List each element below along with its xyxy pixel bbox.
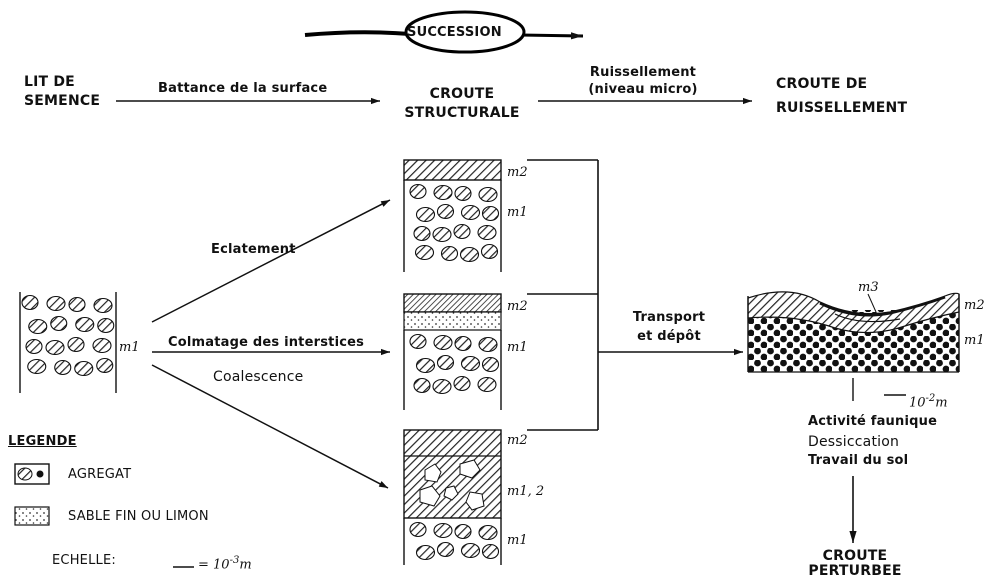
- aggregate-grain: [454, 523, 472, 540]
- legend-scale-label: ECHELLE:: [52, 553, 116, 568]
- aggregate-grain: [415, 357, 436, 374]
- aggregate-grain: [453, 223, 471, 240]
- aggregate-grain: [409, 333, 427, 350]
- aggregate-grain: [460, 204, 481, 221]
- aggregate-grain: [481, 356, 500, 373]
- aggregate-grain: [440, 245, 459, 262]
- arrow-burst: [151, 199, 391, 323]
- layer-m2-clogging: m2: [507, 299, 528, 314]
- aggregate-grain: [96, 357, 114, 374]
- aggregate-grain: [453, 375, 471, 392]
- aggregate-grain: [433, 522, 453, 539]
- aggregate-grain: [478, 186, 498, 203]
- aggregate-grain: [477, 224, 497, 241]
- seedbed-profile: [19, 292, 117, 393]
- aggregate-grain: [413, 377, 431, 394]
- aggregate-grain: [454, 185, 472, 202]
- aggregate-grain: [481, 543, 500, 560]
- aggregate-grain: [27, 358, 47, 375]
- aggregate-grain: [477, 376, 497, 393]
- aggregate-grain: [478, 524, 498, 541]
- layer-m2-coalescence: m2: [507, 433, 528, 448]
- aggregate-grain: [68, 296, 86, 313]
- aggregate-grain: [413, 225, 431, 242]
- aggregate-grain: [432, 226, 452, 243]
- aggregate-grain: [433, 184, 453, 201]
- succession-arrow: [304, 10, 584, 54]
- aggregate-grain: [97, 317, 115, 334]
- arrow-coalescence: [151, 364, 389, 489]
- aggregate-grain: [93, 297, 113, 314]
- aggregate-grain: [46, 295, 66, 312]
- aggregate-grain: [67, 336, 85, 353]
- aggregate-grain: [436, 541, 455, 558]
- layer-m1-runoff: m1: [964, 333, 985, 348]
- aggregate-grain: [480, 243, 499, 260]
- crust-bracket: [527, 159, 599, 431]
- crust-burst-profile: [403, 159, 502, 272]
- legend-sand-swatch: [14, 506, 50, 526]
- aggregate-grain: [28, 318, 48, 335]
- layer-m2-burst: m2: [507, 165, 528, 180]
- aggregate-grain: [433, 334, 453, 351]
- burst-label: Eclatement: [211, 242, 296, 257]
- aggregate-grain: [409, 183, 427, 200]
- layer-m12-coalescence: m1, 2: [507, 484, 545, 499]
- layer-m2-runoff: m2: [964, 298, 985, 313]
- aggregate-grain: [436, 203, 455, 220]
- aggregate-grain: [460, 542, 481, 559]
- aggregate-grain: [54, 359, 72, 376]
- layer-m3-runoff: m3: [858, 280, 879, 295]
- aggregate-grain: [21, 294, 39, 311]
- aggregate-grain: [460, 355, 481, 372]
- aggregate-grain: [481, 205, 500, 222]
- aggregate-grain: [454, 335, 472, 352]
- legend-aggregate-swatch: [14, 463, 50, 485]
- clogging-label: Colmatage des interstices: [168, 335, 365, 350]
- legend-scale-value: = 10-3m: [198, 555, 252, 573]
- aggregate-grain: [459, 246, 480, 263]
- aggregate-grain: [432, 378, 452, 395]
- aggregate-grain: [45, 339, 65, 356]
- aggregate-grain: [50, 315, 68, 332]
- runoff-crust-profile: [747, 291, 960, 373]
- crust-clogging-profile: [403, 293, 502, 410]
- runoff-scale-label: 10-2m: [909, 393, 948, 411]
- legend-sand-label: SABLE FIN OU LIMON: [68, 509, 209, 524]
- disturbance-label: Activité faunique Dessiccation Travail d…: [808, 414, 938, 469]
- aggregate-grain: [75, 316, 95, 333]
- aggregate-grain: [415, 206, 436, 223]
- surface-sealing-label: Battance de la surface: [158, 81, 328, 96]
- aggregate-grain: [74, 360, 94, 377]
- aggregate-grain: [25, 338, 43, 355]
- aggregate-grain: [478, 336, 498, 353]
- crust-coalescence-profile: [403, 429, 502, 565]
- aggregate-grain: [415, 544, 436, 561]
- aggregate-grain: [414, 244, 435, 261]
- runoff-label: Ruissellement(niveau micro): [588, 65, 698, 97]
- legend-aggregate-label: AGREGAT: [68, 467, 132, 482]
- layer-m1-clogging: m1: [507, 340, 528, 355]
- layer-m1-burst: m1: [507, 205, 528, 220]
- aggregate-grain: [409, 521, 427, 538]
- legend-title: LEGENDE: [8, 434, 77, 449]
- layer-m1-seedbed: m1: [119, 340, 140, 355]
- coalescence-label: Coalescence: [213, 369, 304, 385]
- aggregate-grain: [92, 337, 112, 354]
- layer-m1-coalescence: m1: [507, 533, 528, 548]
- aggregate-grain: [436, 354, 455, 371]
- succession-title: SUCCESSION: [407, 25, 502, 40]
